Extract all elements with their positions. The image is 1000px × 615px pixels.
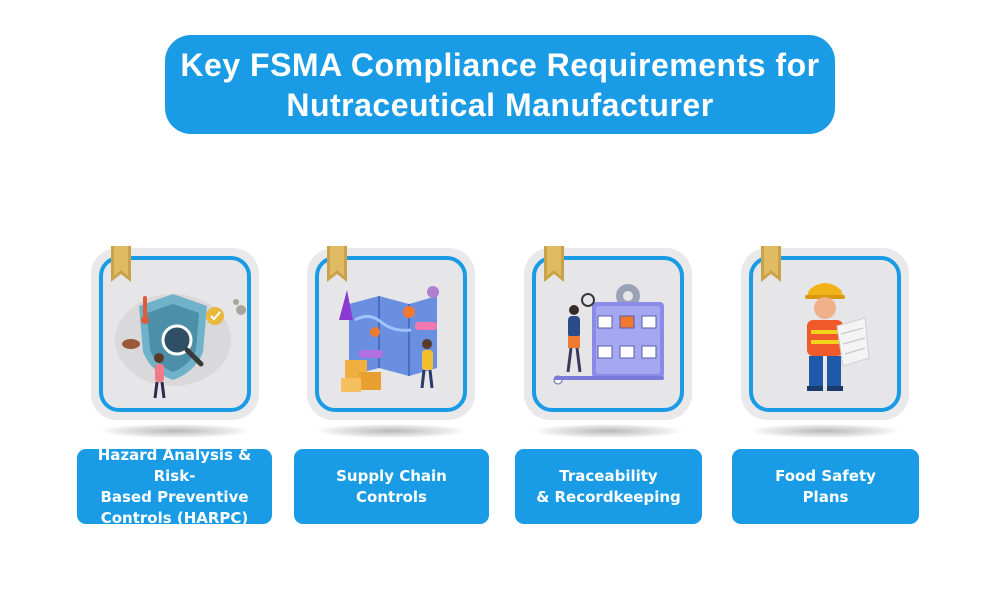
card-frame — [315, 256, 467, 412]
label-line: Controls (HARPC) — [100, 508, 249, 527]
label-line: Based Preventive — [100, 487, 249, 506]
card-shadow — [750, 424, 900, 438]
label-harpc: Hazard Analysis & Risk- Based Preventive… — [77, 446, 272, 527]
ribbon-bookmark-icon — [327, 246, 347, 282]
card-traceability — [524, 246, 692, 420]
title-banner: Key FSMA Compliance Requirements for Nut… — [165, 35, 835, 134]
label-line: Food Safety — [775, 466, 876, 485]
card-frame — [532, 256, 684, 412]
card-shadow — [533, 424, 683, 438]
card-shadow — [100, 424, 250, 438]
card-shadow — [316, 424, 466, 438]
ribbon-bookmark-icon — [111, 246, 131, 282]
card-frame — [749, 256, 901, 412]
title-line-2: Nutraceutical Manufacturer — [286, 86, 714, 123]
card-harpc — [91, 246, 259, 420]
label-food-safety: Food Safety Plans — [732, 449, 919, 524]
card-frame — [99, 256, 251, 412]
card-supply-chain — [307, 246, 475, 420]
supply-chain-map-icon — [339, 286, 439, 392]
label-line: & Recordkeeping — [536, 487, 681, 506]
label-line: Traceability — [559, 466, 658, 485]
food-safety-worker-plan-icon — [805, 283, 870, 391]
traceability-records-board-icon — [553, 284, 664, 385]
title-line-1: Key FSMA Compliance Requirements for — [180, 46, 820, 83]
hazard-analysis-shield-icon — [115, 294, 246, 399]
label-line: Supply Chain — [336, 466, 447, 485]
ribbon-bookmark-icon — [761, 246, 781, 282]
label-traceability: Traceability & Recordkeeping — [515, 449, 702, 524]
card-food-safety — [741, 246, 909, 420]
ribbon-bookmark-icon — [544, 246, 564, 282]
label-supply-chain: Supply Chain Controls — [294, 449, 489, 524]
label-line: Plans — [802, 487, 849, 506]
label-line: Hazard Analysis & Risk- — [97, 445, 252, 485]
label-line: Controls — [356, 487, 427, 506]
